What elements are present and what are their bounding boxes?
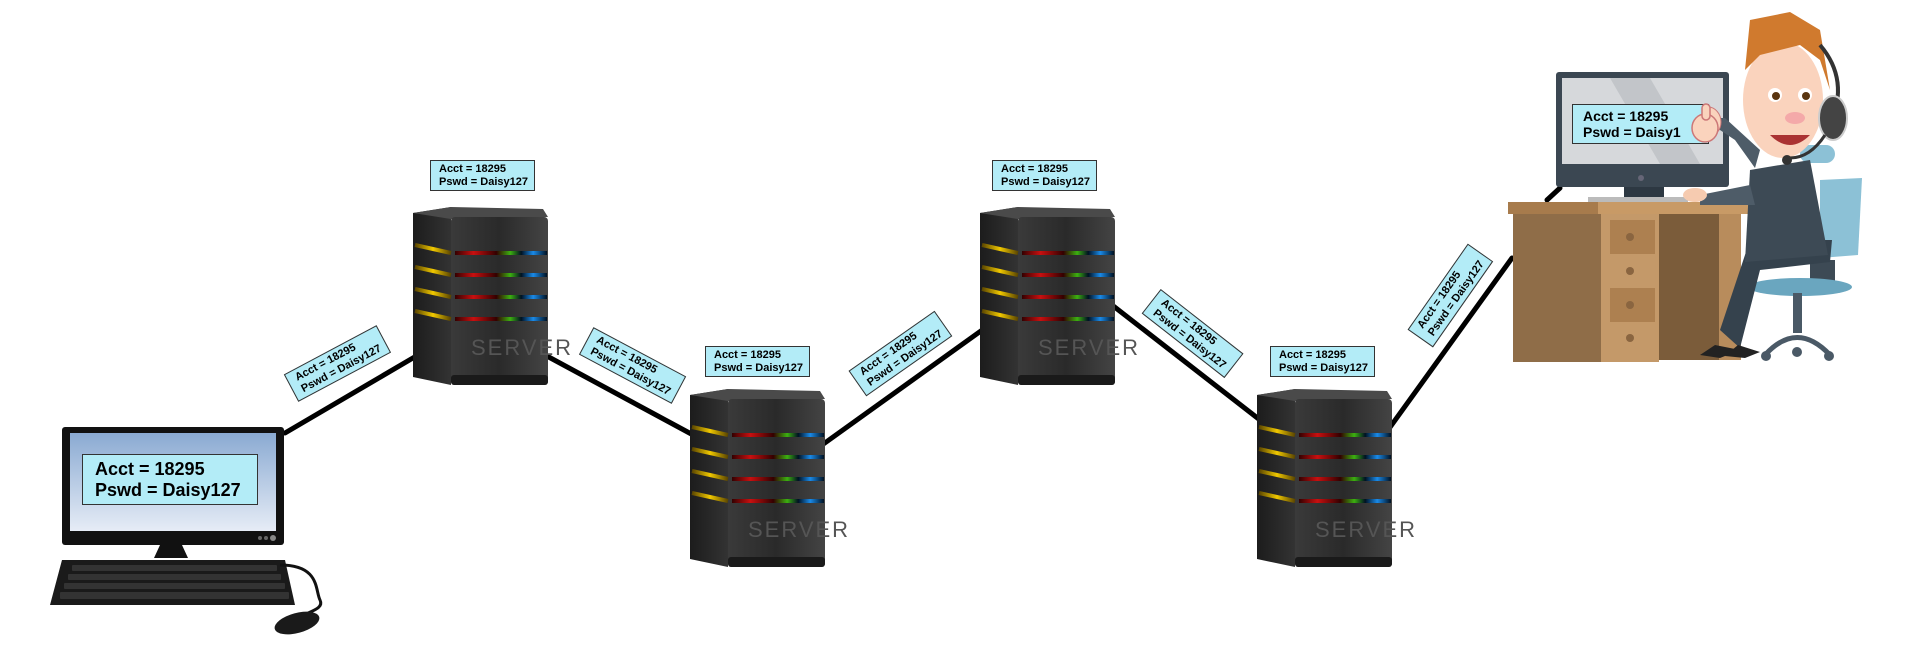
link-server-3-server-4 xyxy=(1109,302,1263,423)
acct-text: Acct = 18295 xyxy=(1001,163,1068,175)
server-label: SERVER xyxy=(471,335,573,360)
pswd-text: Pswd = Daisy127 xyxy=(439,175,528,188)
acct-text: Acct = 18295 xyxy=(95,459,205,479)
server-label: SERVER xyxy=(1038,335,1140,360)
thumbs-up-icon xyxy=(1691,103,1719,143)
link-server-1-server-2 xyxy=(542,352,698,439)
server-1: SERVER xyxy=(411,205,573,387)
pswd-text: Pswd = Daisy127 xyxy=(95,479,241,500)
desk-icon xyxy=(1508,202,1758,362)
network-links xyxy=(282,185,1563,448)
chair-icon xyxy=(1748,145,1862,361)
link-server-2-server-3 xyxy=(819,325,988,448)
recipient-scene xyxy=(1508,12,1862,362)
pswd-text: Pswd = Daisy1 xyxy=(1583,124,1681,141)
server-2-credentials: Acct = 18295 Pswd = Daisy127 xyxy=(705,346,810,378)
server-label: SERVER xyxy=(748,517,850,542)
pswd-text: Pswd = Daisy127 xyxy=(714,361,803,374)
recipient-screen-credentials: Acct = 18295 Pswd = Daisy1 xyxy=(1572,104,1709,145)
mouse-icon xyxy=(274,611,320,635)
link-client-server-1 xyxy=(282,352,421,436)
server-4: SERVER xyxy=(1255,387,1417,569)
headset-icon xyxy=(1818,95,1848,141)
client-screen-credentials: Acct = 18295 Pswd = Daisy127 xyxy=(82,454,258,506)
server-2: SERVER xyxy=(688,387,850,569)
acct-text: Acct = 18295 xyxy=(1583,108,1669,124)
link-desk-monitor xyxy=(1544,185,1563,203)
link-server-4-recipient xyxy=(1385,255,1515,433)
monitor-stand xyxy=(154,545,188,558)
server-3: SERVER xyxy=(978,205,1140,387)
acct-text: Acct = 18295 xyxy=(1279,349,1346,361)
server-4-credentials: Acct = 18295 Pswd = Daisy127 xyxy=(1270,346,1375,378)
acct-text: Acct = 18295 xyxy=(439,163,506,175)
acct-text: Acct = 18295 xyxy=(714,349,781,361)
server-label: SERVER xyxy=(1315,517,1417,542)
pswd-text: Pswd = Daisy127 xyxy=(1279,361,1368,374)
server-3-credentials: Acct = 18295 Pswd = Daisy127 xyxy=(992,160,1097,192)
server-1-credentials: Acct = 18295 Pswd = Daisy127 xyxy=(430,160,535,192)
pswd-text: Pswd = Daisy127 xyxy=(1001,175,1090,188)
